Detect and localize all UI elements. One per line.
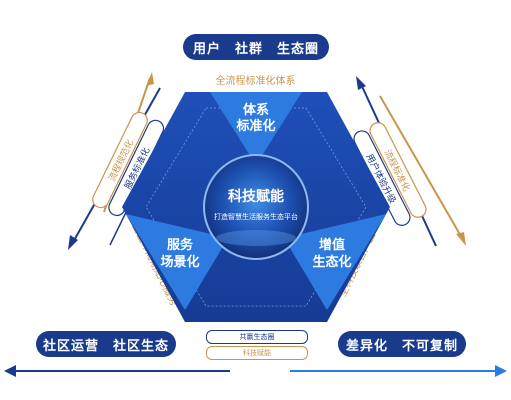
bottom-right-pill: 差异化 不可复制 <box>338 331 466 357</box>
bottom-left-arrow <box>4 365 230 377</box>
segment-top-line2: 标准化 <box>235 118 275 134</box>
legend-item-ecosystem: 共赢生态圈 <box>206 330 308 344</box>
segment-top-line1: 体系 <box>243 102 269 118</box>
right-diagonal-arrows <box>356 76 466 247</box>
top-caption: 全流程标准化体系 <box>215 76 296 87</box>
legend-item-tech: 科技赋能 <box>206 346 308 360</box>
segment-right-line2: 生态化 <box>312 254 351 270</box>
left-capsule: 流程规范化 服务标准化 <box>92 111 165 217</box>
segment-right-line1: 增值 <box>319 237 345 253</box>
bottom-left-pill: 社区运营 社区生态 <box>36 331 176 357</box>
segment-top: 体系 标准化 <box>210 92 302 165</box>
bottom-right-arrow <box>290 365 507 377</box>
segment-right: 增值 生态化 <box>284 214 386 310</box>
segment-left-line2: 场景化 <box>160 254 199 270</box>
center-title: 科技赋能 <box>228 188 284 205</box>
segment-left: 服务 场景化 <box>126 214 228 310</box>
segment-left-line1: 服务 <box>167 237 194 253</box>
center-circle: 科技赋能 打造智慧生活服务生态平台 <box>203 154 309 260</box>
center-subtitle: 打造智慧生活服务生态平台 <box>214 212 298 221</box>
top-pill: 用户 社群 生态圈 <box>183 34 329 60</box>
